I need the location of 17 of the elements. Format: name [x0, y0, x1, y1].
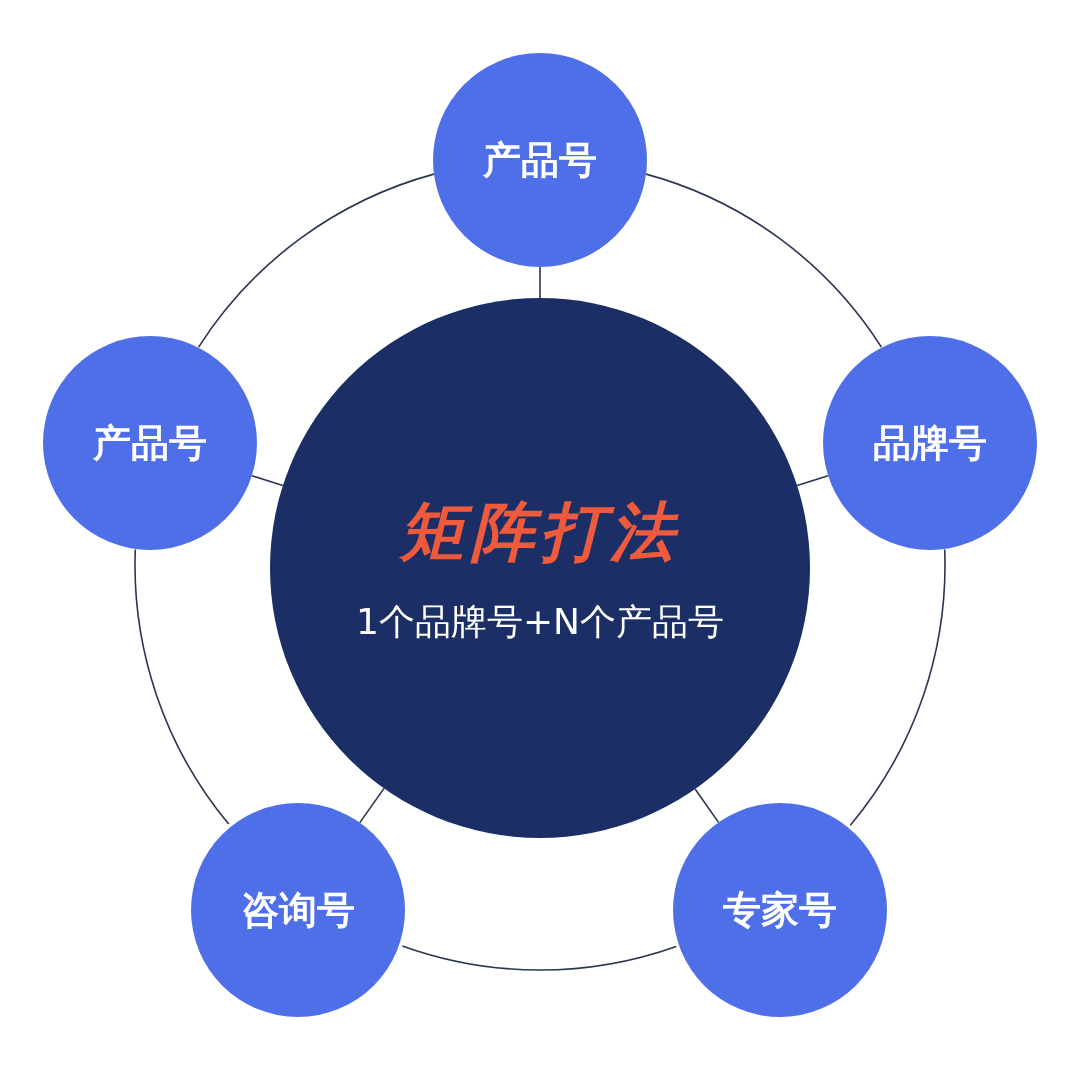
connector-line: [796, 474, 829, 487]
subtitle-text: 1个品牌号+N个产品号: [356, 600, 724, 644]
connector-line: [251, 474, 284, 487]
node-label: 产品号: [93, 419, 207, 467]
ring-arc: [134, 548, 230, 825]
node-label: 产品号: [483, 136, 597, 184]
ring-arc: [401, 945, 677, 971]
title-text: 矩阵打法: [400, 494, 680, 571]
node-label: 咨询号: [241, 886, 355, 934]
connector-line: [359, 787, 385, 824]
ring-arc: [645, 173, 883, 348]
node-label: 品牌号: [873, 419, 987, 467]
node-label: 专家号: [723, 886, 837, 934]
connector-line: [539, 266, 541, 299]
ring-arc: [849, 548, 946, 827]
connector-line: [694, 788, 720, 824]
ring-arc: [197, 173, 435, 348]
